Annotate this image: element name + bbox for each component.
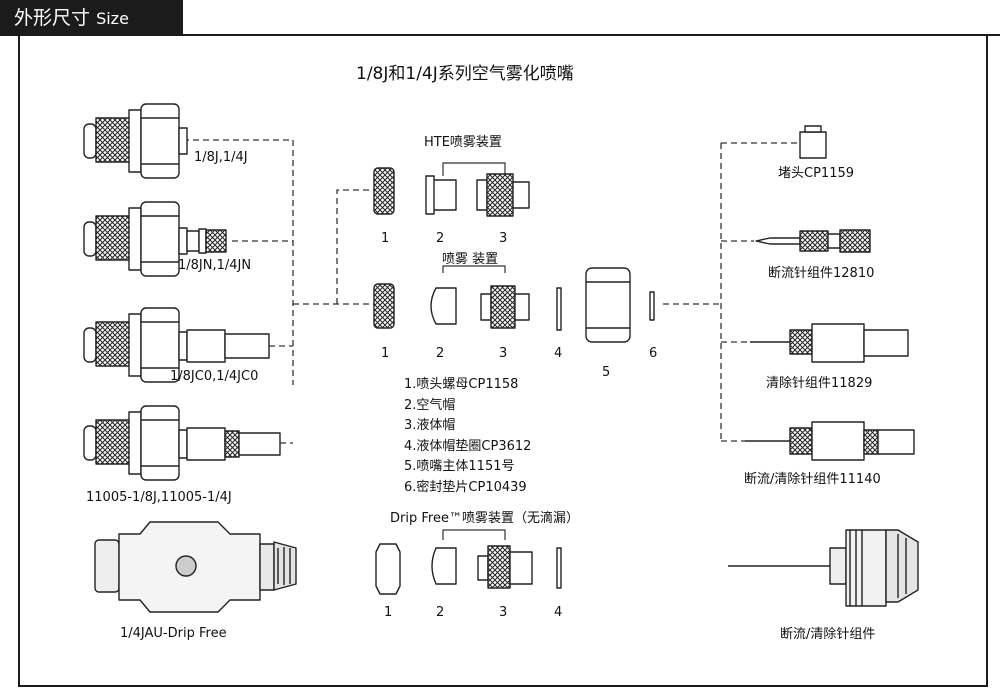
shutoff-cleaning-needle [745, 421, 915, 461]
label-cleaning-needle: 清除针组件11829 [766, 376, 873, 391]
fluid-cap-main [480, 285, 530, 329]
header-rule [183, 34, 1000, 36]
air-cap-main [430, 287, 457, 325]
num-hte-1: 1 [381, 231, 390, 246]
label-needle-assembly: 断流/清除针组件 [780, 627, 876, 642]
nut-main [373, 283, 395, 329]
label-jc0: 1/8JC0,1/4JC0 [170, 369, 259, 384]
label-jn: 1/8JN,1/4JN [178, 258, 252, 273]
shutoff-needle [755, 229, 871, 253]
nozzle-jau-drip-free [94, 521, 297, 613]
label-spray-setup: 喷雾 装置 [442, 252, 499, 267]
nozzle-jc0 [83, 307, 270, 383]
air-cap-hte [425, 175, 457, 215]
label-jau: 1/4JAU-Drip Free [120, 626, 227, 641]
num-main-2: 2 [436, 346, 445, 361]
cleaning-needle [750, 323, 909, 363]
fluid-cap-hte [476, 173, 530, 217]
gasket-main [556, 287, 562, 331]
air-cap-drip [431, 547, 457, 585]
num-drip-3: 3 [499, 605, 508, 620]
num-main-6: 6 [649, 346, 658, 361]
num-hte-2: 2 [436, 231, 445, 246]
label-plug: 堵头CP1159 [778, 166, 855, 181]
fluid-cap-drip [477, 545, 533, 589]
legend-item: 5.喷嘴主体1151号 [404, 459, 515, 474]
nozzle-body [585, 267, 631, 343]
legend-item: 3.液体帽 [404, 418, 456, 433]
plug [799, 125, 827, 159]
legend-item: 2.空气帽 [404, 397, 456, 413]
parts-legend: 1.喷头螺母CP1158 2.空气帽 3.液体帽 4.液体帽垫圈CP3612 5… [404, 375, 531, 498]
diagram-frame [18, 36, 988, 687]
label-j: 1/8J,1/4J [194, 150, 248, 165]
legend-item: 6.密封垫片CP10439 [404, 479, 527, 495]
num-drip-4: 4 [554, 605, 563, 620]
nut-drip [375, 543, 401, 595]
num-main-5: 5 [602, 365, 611, 380]
label-shutoff-needle: 断流针组件12810 [768, 266, 875, 281]
num-main-3: 3 [499, 346, 508, 361]
nozzle-11005 [83, 405, 281, 481]
nut-hte [373, 167, 395, 215]
num-drip-2: 2 [436, 605, 445, 620]
num-hte-3: 3 [499, 231, 508, 246]
nozzle-jn [83, 201, 227, 277]
label-hte: HTE喷雾装置 [424, 135, 502, 150]
seal-gasket [649, 291, 655, 321]
num-drip-1: 1 [384, 605, 393, 620]
gasket-drip [556, 547, 562, 589]
nozzle-j [83, 103, 188, 179]
section-tab-en: Size [96, 9, 129, 28]
num-main-1: 1 [381, 346, 390, 361]
label-shutoff-cleaning-needle: 断流/清除针组件11140 [744, 472, 881, 487]
label-11005: 11005-1/8J,11005-1/4J [86, 490, 232, 505]
diagram-title: 1/8J和1/4J系列空气雾化喷嘴 [356, 64, 574, 84]
section-tab: 外形尺寸 Size [0, 0, 183, 36]
section-tab-cn: 外形尺寸 [14, 7, 91, 29]
num-main-4: 4 [554, 346, 563, 361]
legend-item: 1.喷头螺母CP1158 [404, 377, 519, 392]
legend-item: 4.液体帽垫圈CP3612 [404, 438, 532, 454]
label-drip-free: Drip Free™喷雾装置（无滴漏） [390, 511, 579, 526]
needle-assembly-large [728, 529, 919, 607]
